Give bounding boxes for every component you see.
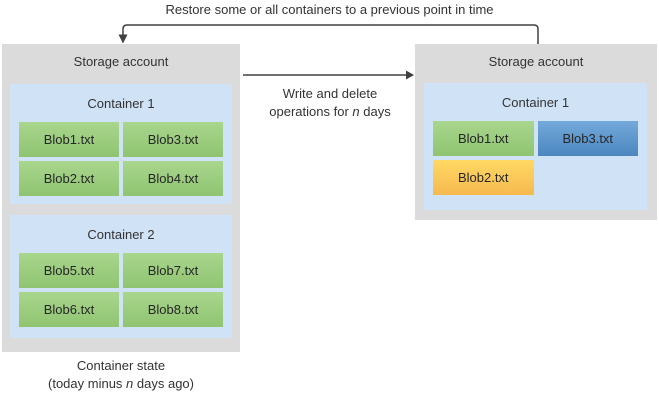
blob-blob1: Blob1.txt xyxy=(433,121,534,156)
blob-blob4: Blob4.txt xyxy=(123,161,223,196)
right-container-1: Container 1 Blob1.txt Blob3.txt Blob2.tx… xyxy=(424,83,647,210)
left-container-1-title: Container 1 xyxy=(87,95,155,111)
write-arrow-label-line2: operations for n days xyxy=(269,104,391,119)
left-storage-account-title: Storage account xyxy=(73,54,169,69)
left-container-1: Container 1 Blob1.txt Blob3.txt Blob2.tx… xyxy=(10,84,232,204)
right-container-1-title: Container 1 xyxy=(501,94,570,110)
blob-blob7: Blob7.txt xyxy=(123,253,223,288)
variable-n: n xyxy=(126,376,134,391)
restore-arrow-label: Restore some or all containers to a prev… xyxy=(165,2,494,17)
right-storage-account: Storage account Container 1 Blob1.txt Bl… xyxy=(415,44,657,220)
write-arrow-label: Write and delete operations for n days xyxy=(240,85,420,121)
write-arrowhead xyxy=(406,70,414,80)
right-storage-account-title: Storage account xyxy=(488,54,584,69)
blob-blob8: Blob8.txt xyxy=(123,292,223,327)
variable-n: n xyxy=(352,104,360,119)
blob-blob1: Blob1.txt xyxy=(19,122,119,157)
caption-line1: Container state xyxy=(76,358,166,373)
blob-blob5: Blob5.txt xyxy=(19,253,119,288)
blob-blob6: Blob6.txt xyxy=(19,292,119,327)
left-container-2-title: Container 2 xyxy=(87,226,155,242)
caption-line2: (today minus n days ago) xyxy=(48,376,194,391)
left-container-2-blobs: Blob5.txt Blob7.txt Blob6.txt Blob8.txt xyxy=(10,253,232,327)
restore-arrow xyxy=(122,24,539,44)
blob-blob3: Blob3.txt xyxy=(537,121,638,156)
blob-blob2: Blob2.txt xyxy=(433,160,534,195)
left-storage-account: Storage account Container 1 Blob1.txt Bl… xyxy=(2,44,240,352)
left-container-1-blobs: Blob1.txt Blob3.txt Blob2.txt Blob4.txt xyxy=(10,122,232,196)
restore-arrowhead xyxy=(118,34,128,44)
right-container-1-blobs: Blob1.txt Blob3.txt Blob2.txt xyxy=(424,121,647,195)
blob-blob3: Blob3.txt xyxy=(123,122,223,157)
container-state-caption: Container state (today minus n days ago) xyxy=(2,357,240,393)
write-arrow-label-line1: Write and delete xyxy=(282,86,378,101)
left-container-2: Container 2 Blob5.txt Blob7.txt Blob6.tx… xyxy=(10,215,232,338)
blob-blob2: Blob2.txt xyxy=(19,161,119,196)
